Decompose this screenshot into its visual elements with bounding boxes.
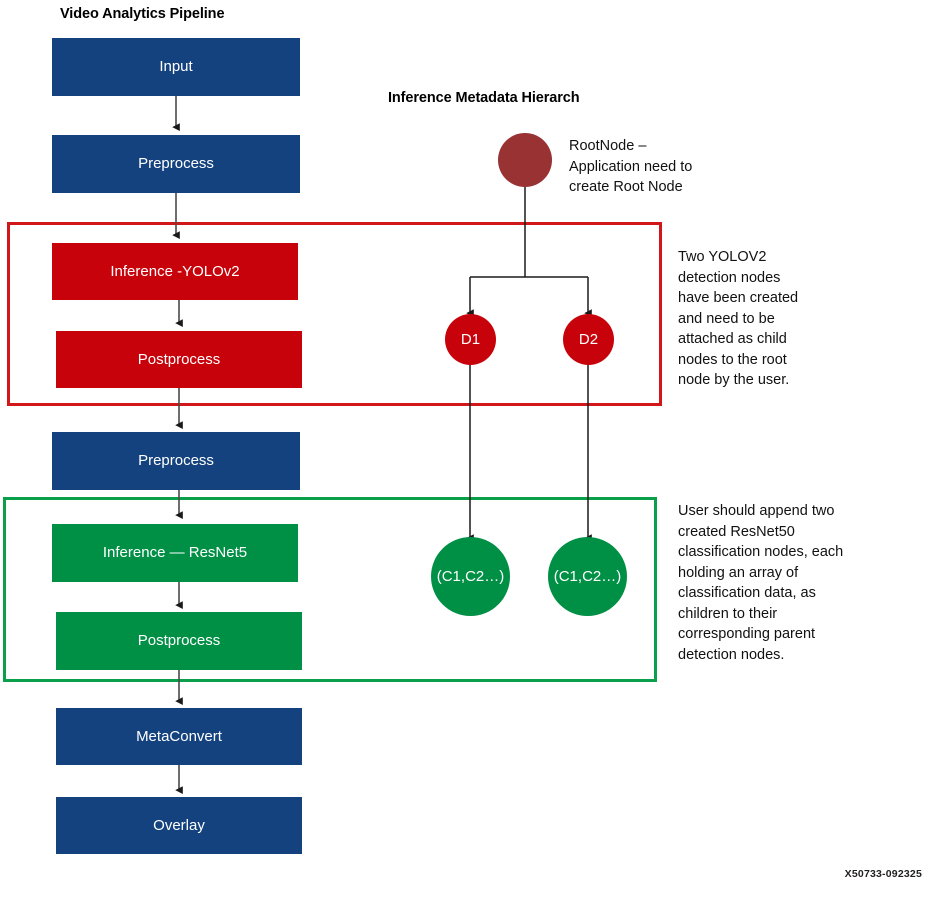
stage-label: Preprocess	[138, 452, 214, 470]
stage-label: MetaConvert	[136, 727, 222, 745]
stage-label: Inference -YOLOv2	[110, 262, 240, 280]
root-node-annotation: RootNode – Application need to create Ro…	[569, 138, 693, 196]
stage-metaconvert[interactable]: MetaConvert	[56, 708, 302, 765]
detection-node-label: D2	[578, 331, 599, 348]
stage-label: Preprocess	[138, 155, 214, 173]
stage-inference-resnet50[interactable]: Inference — ResNet5	[52, 524, 298, 582]
stage-overlay[interactable]: Overlay	[56, 797, 302, 854]
stage-label: Postprocess	[137, 632, 221, 650]
classification-node-label: (C1,C2…)	[436, 568, 505, 585]
detection-node-label: D1	[460, 331, 481, 348]
stage-label: Postprocess	[137, 350, 221, 368]
root-node[interactable]	[498, 133, 552, 187]
stage-postprocess-2[interactable]: Postprocess	[56, 612, 302, 670]
classification-node-1[interactable]: (C1,C2…)	[431, 537, 510, 616]
stage-label: Input	[159, 58, 193, 76]
stage-input[interactable]: Input	[52, 38, 300, 96]
pipeline-title: Video Analytics Pipeline	[60, 6, 225, 22]
detection-node-d2[interactable]: D2	[563, 314, 614, 365]
detection-annotation: Two YOLOV2 detection nodes have been cre…	[678, 249, 799, 389]
document-code: X50733-092325	[844, 868, 922, 880]
detection-node-d1[interactable]: D1	[445, 314, 496, 365]
stage-label: Overlay	[153, 816, 205, 834]
stage-postprocess-1[interactable]: Postprocess	[56, 331, 302, 388]
detection-group-outline	[7, 222, 662, 406]
classification-annotation: User should append two created ResNet50 …	[678, 503, 844, 664]
classification-node-2[interactable]: (C1,C2…)	[548, 537, 627, 616]
classification-group-outline	[3, 497, 657, 682]
stage-inference-yolov2[interactable]: Inference -YOLOv2	[52, 243, 298, 300]
classification-node-label: (C1,C2…)	[553, 568, 622, 585]
stage-label: Inference — ResNet5	[102, 544, 248, 562]
hierarchy-title: Inference Metadata Hierarch	[388, 90, 580, 106]
stage-preprocess-2[interactable]: Preprocess	[52, 432, 300, 490]
stage-preprocess-1[interactable]: Preprocess	[52, 135, 300, 193]
